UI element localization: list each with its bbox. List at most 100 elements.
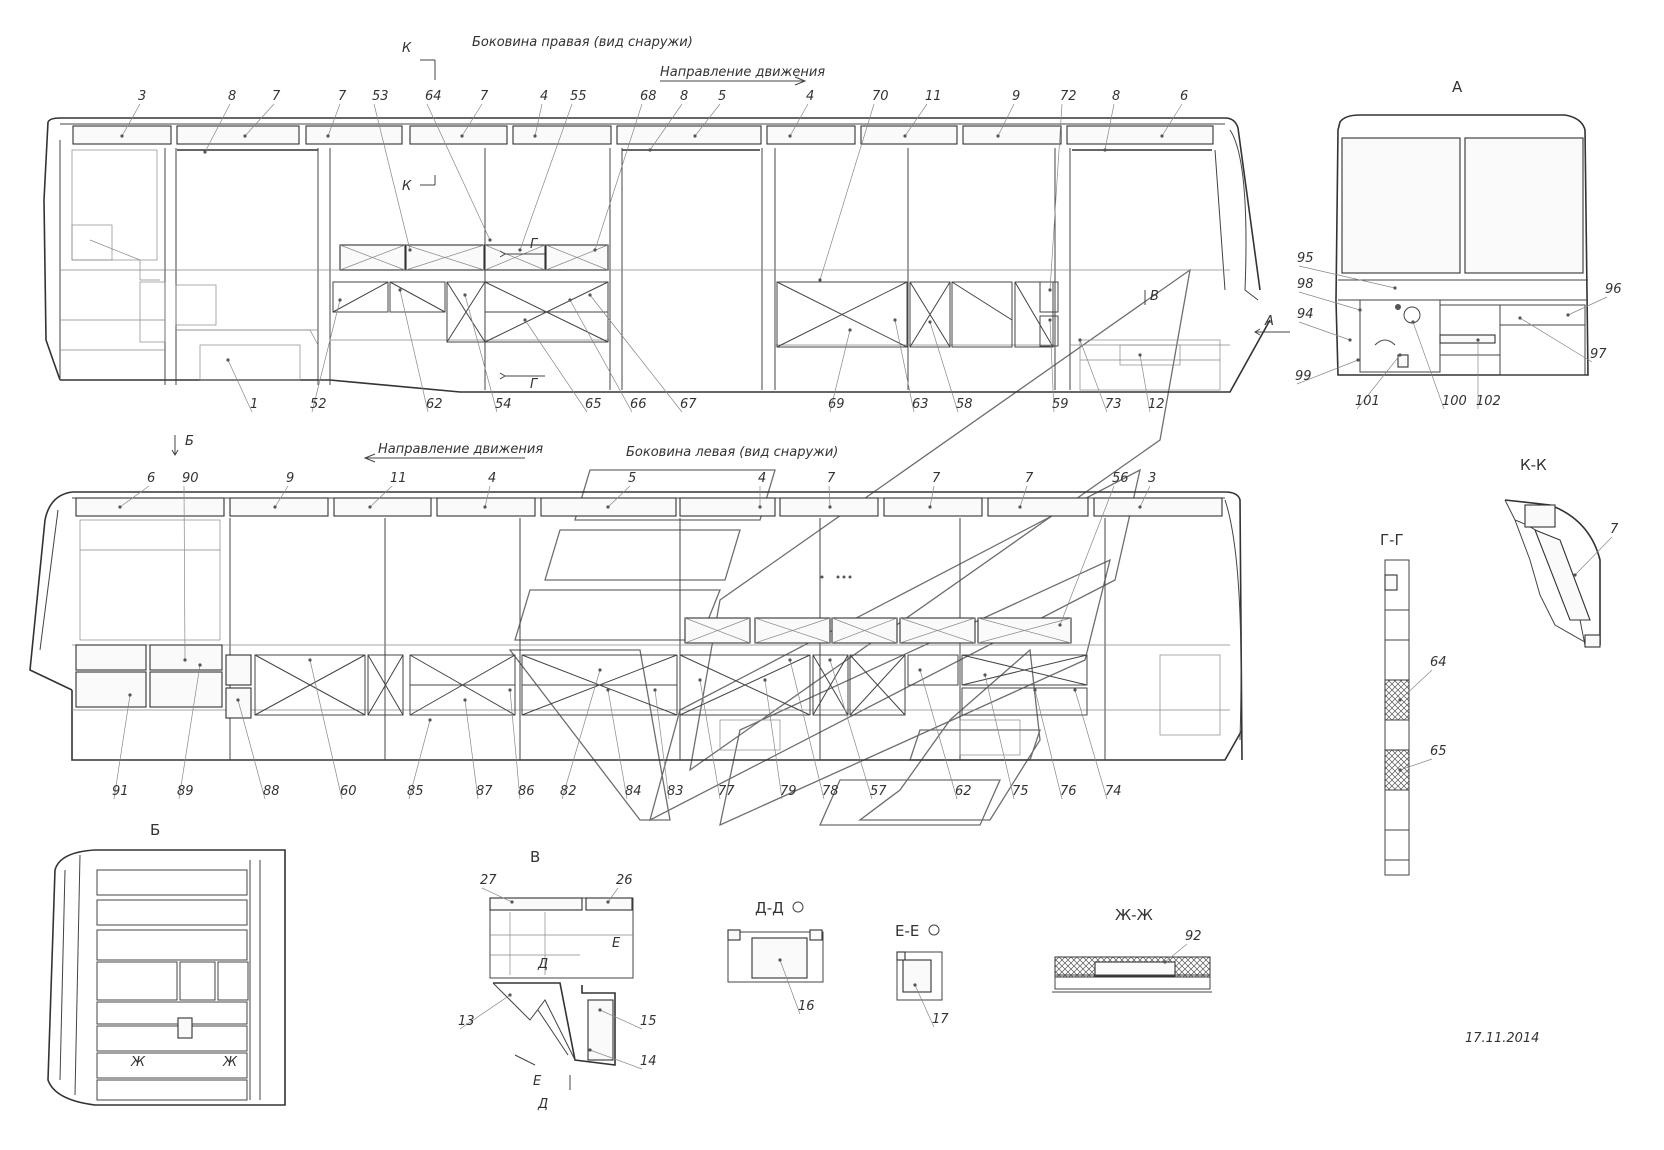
part-number-top-upper-17: 8 <box>1112 89 1120 104</box>
part-number-bottom-lower-7: 82 <box>560 784 577 799</box>
callout-dot <box>203 150 207 154</box>
callout-dot <box>463 293 467 297</box>
callout-dot <box>198 663 202 667</box>
callout-leader <box>919 669 958 800</box>
view-title-kk: К-К <box>1520 456 1547 474</box>
callout-dot <box>1398 698 1402 702</box>
callout-dot <box>368 505 372 509</box>
callout-dot <box>1398 353 1402 357</box>
part-number-top-upper-11: 5 <box>718 89 726 104</box>
callout-dot <box>128 693 132 697</box>
part-number-bottom-lower-3: 60 <box>340 784 357 799</box>
roof-panels-bottom <box>75 497 1223 517</box>
part-number-bottom-lower-11: 79 <box>780 784 797 799</box>
callout-dot <box>588 1048 592 1052</box>
callout-leader <box>1074 689 1108 800</box>
callout-dot <box>1138 505 1142 509</box>
callout-dot <box>893 318 897 322</box>
callout-dot <box>1398 768 1402 772</box>
marker-g-1: Г <box>530 237 539 252</box>
callout-dot <box>408 248 412 252</box>
callout-leader <box>274 485 289 508</box>
part-number-top-upper-8: 55 <box>570 89 587 104</box>
callout-dot <box>593 248 597 252</box>
marker-v: В <box>1150 289 1159 304</box>
callout-leader <box>594 103 643 251</box>
part-number-v-4: 14 <box>640 1054 657 1069</box>
part-number-zz-0: 92 <box>1185 929 1202 944</box>
part-number-ee-0: 17 <box>932 1012 949 1027</box>
callout-leader <box>599 1009 643 1030</box>
bus-left-side <box>29 491 1243 761</box>
callout-dot <box>1163 960 1167 964</box>
part-number-top-upper-1: 8 <box>228 89 236 104</box>
part-number-top-upper-4: 53 <box>372 89 389 104</box>
callout-leader <box>569 299 633 413</box>
callout-leader <box>113 694 131 800</box>
callout-dot <box>606 505 610 509</box>
callout-leader <box>607 689 628 800</box>
callout-dot <box>1393 286 1397 290</box>
callout-dot <box>606 688 610 692</box>
callout-leader <box>1139 354 1151 413</box>
callout-dot <box>463 698 467 702</box>
view-zh-zh <box>1052 956 1212 993</box>
part-number-top-lower-4: 65 <box>585 397 602 412</box>
callout-dot <box>236 698 240 702</box>
view-d-d <box>727 929 824 983</box>
callout-dot <box>1048 288 1052 292</box>
callout-dot <box>510 900 514 904</box>
callout-leader <box>426 103 491 241</box>
callout-leader <box>929 485 935 508</box>
marker-zh-2: Ж <box>222 1055 238 1070</box>
part-number-bottom-lower-17: 74 <box>1105 784 1122 799</box>
callout-dot <box>763 678 767 682</box>
callout-dot <box>1033 688 1037 692</box>
callout-leader <box>178 664 201 800</box>
callout-leader <box>699 679 721 800</box>
callout-leader <box>484 485 491 508</box>
part-number-top-upper-16: 72 <box>1060 89 1077 104</box>
part-number-top-lower-10: 59 <box>1052 397 1069 412</box>
callout-leader <box>828 485 831 508</box>
callout-leader <box>369 485 393 508</box>
part-number-top-upper-3: 7 <box>338 89 347 104</box>
callout-leader <box>1079 339 1108 413</box>
part-number-front-7: 96 <box>1605 282 1622 297</box>
part-number-bottom-lower-2: 88 <box>263 784 280 799</box>
callout-leader <box>227 359 253 413</box>
view-title-zhzh: Ж-Ж <box>1115 906 1153 924</box>
callout-leader <box>997 103 1015 137</box>
part-number-bottom-upper-9: 7 <box>1025 471 1034 486</box>
part-number-front-8: 97 <box>1590 347 1607 362</box>
callout-leader <box>1104 103 1115 151</box>
rotate-icon <box>792 901 804 913</box>
callout-leader <box>1296 359 1359 385</box>
part-number-bottom-upper-3: 11 <box>390 471 407 486</box>
callout-leader <box>764 679 783 800</box>
callout-leader <box>984 674 1015 800</box>
callout-leader <box>237 699 266 800</box>
callout-leader <box>1412 321 1445 410</box>
callout-leader <box>459 994 511 1030</box>
marker-e-1: Е <box>612 936 621 951</box>
marker-a: А <box>1264 314 1274 329</box>
callout-dot <box>1476 338 1480 342</box>
callout-leader <box>1567 296 1608 316</box>
view-e-e <box>896 951 943 1001</box>
callout-dot <box>508 688 512 692</box>
part-number-bottom-lower-1: 89 <box>177 784 194 799</box>
part-number-gg-1: 65 <box>1430 744 1447 759</box>
part-number-front-4: 101 <box>1355 394 1380 409</box>
callout-leader <box>1298 265 1396 289</box>
part-number-bottom-upper-7: 7 <box>827 471 836 486</box>
callout-dot <box>848 328 852 332</box>
callout-dot <box>648 148 652 152</box>
callout-leader <box>327 103 341 137</box>
callout-dot <box>928 320 932 324</box>
callout-dot <box>326 134 330 138</box>
callout-dot <box>598 1008 602 1012</box>
callout-leader <box>1161 103 1183 137</box>
callout-leader <box>183 485 186 661</box>
part-number-bottom-lower-10: 77 <box>718 784 735 799</box>
